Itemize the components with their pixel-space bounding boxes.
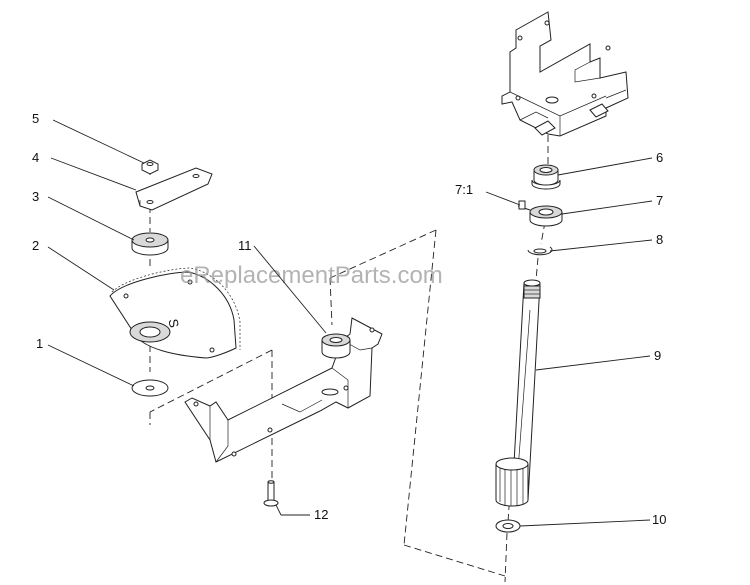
callout-4: 4 [32, 150, 39, 165]
mounting-bracket [184, 317, 383, 463]
bolt [263, 480, 279, 507]
steering-bracket [501, 11, 629, 137]
callout-8: 8 [656, 232, 663, 247]
bushing [531, 164, 561, 190]
callout-6: 6 [656, 150, 663, 165]
callout-5: 5 [32, 111, 39, 126]
washer-1 [131, 379, 169, 397]
callout-7-1: 7:1 [455, 182, 473, 197]
isolator [321, 333, 351, 359]
spacer [131, 232, 169, 256]
callout-1: 1 [36, 336, 43, 351]
sector-gear: S [109, 267, 241, 359]
callout-3: 3 [32, 189, 39, 204]
nut [141, 159, 159, 175]
leader-lines [47, 119, 653, 527]
callout-9: 9 [654, 348, 661, 363]
plate [135, 167, 213, 211]
callout-11: 11 [238, 238, 252, 253]
callouts: 5 4 3 2 1 11 12 6 7:1 7 8 9 10 [32, 111, 666, 527]
callout-7: 7 [656, 193, 663, 208]
sector-gear-mark: S [166, 318, 182, 329]
steering-shaft [495, 279, 541, 507]
retaining-ring [527, 246, 553, 256]
watermark: eReplacementParts.com [180, 262, 443, 289]
bearing [517, 200, 563, 227]
washer-10 [495, 519, 521, 533]
callout-10: 10 [652, 512, 666, 527]
callout-2: 2 [32, 238, 39, 253]
callout-12: 12 [314, 507, 328, 522]
